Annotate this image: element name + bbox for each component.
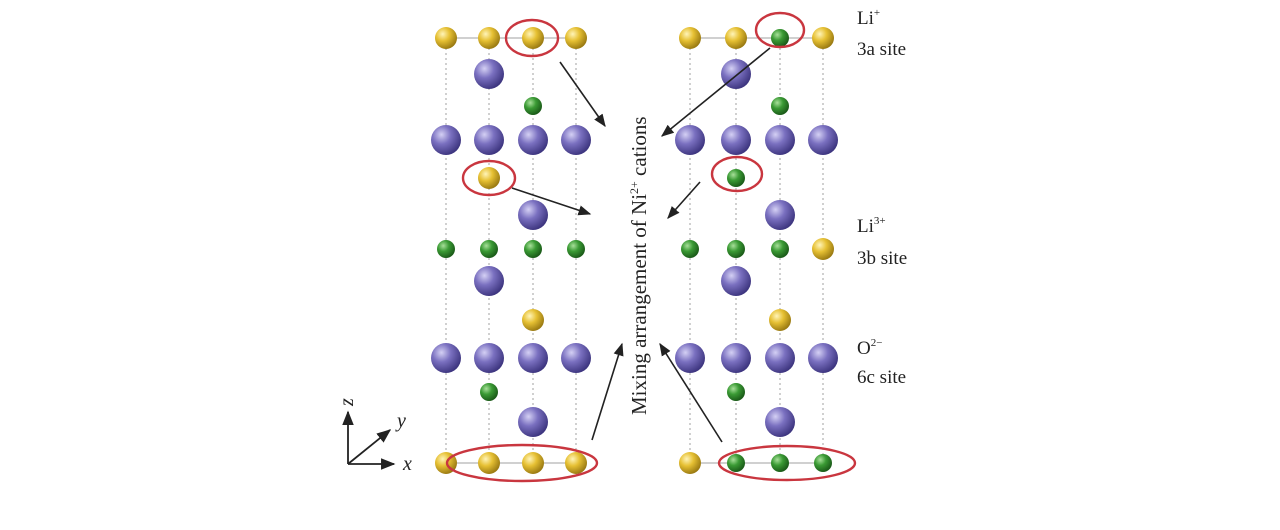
li-atom [769, 309, 791, 331]
ni-atom [480, 383, 498, 401]
li-atom [812, 238, 834, 260]
ni-atom [437, 240, 455, 258]
ordered-layered-structure [431, 27, 591, 474]
li-atom [679, 27, 701, 49]
li-atom [725, 27, 747, 49]
ni-atom [727, 454, 745, 472]
highlight-ring-right-bottom [717, 444, 857, 482]
site-6c-label: 6c site [857, 367, 906, 388]
y-axis-line [347, 429, 392, 465]
li-atom [679, 452, 701, 474]
ni-atom [524, 97, 542, 115]
o-atom [721, 266, 751, 296]
li-atom [565, 27, 587, 49]
ni-atom [567, 240, 585, 258]
o-atom [561, 125, 591, 155]
o-atom [474, 266, 504, 296]
x-axis-label: x [402, 453, 412, 475]
mixing-label-suffix: cations [627, 116, 651, 181]
highlight-ring-left-top [504, 18, 560, 58]
ni-atom [771, 29, 789, 47]
li-plus-label: Li+ [857, 7, 880, 29]
o-atom [765, 407, 795, 437]
o-atom [765, 343, 795, 373]
svg-text:Mixing arrangement of Ni2+ cat: Mixing arrangement of Ni2+ cations [627, 116, 651, 415]
ni-atom [771, 97, 789, 115]
mixing-label: Mixing arrangement of Ni2+ cations [627, 116, 651, 415]
ni-atom [771, 454, 789, 472]
o-2minus-label: O2− [857, 337, 882, 359]
ni-atom [814, 454, 832, 472]
li-atom [812, 27, 834, 49]
z-axis-label: z [336, 398, 358, 407]
highlight-ring-left-bottom [445, 443, 599, 483]
li-atom [478, 167, 500, 189]
site-labels: Li+ 3a site Li3+ 3b site O2− 6c site [857, 7, 907, 388]
ni-atom [681, 240, 699, 258]
highlight-ring-right-interlayer [710, 155, 764, 193]
li-atom [478, 27, 500, 49]
li-atom [435, 27, 457, 49]
axis-indicator [342, 410, 396, 470]
li-atom [522, 27, 544, 49]
li-atom [478, 452, 500, 474]
li-atom [522, 309, 544, 331]
o-atom [675, 125, 705, 155]
li-atom [565, 452, 587, 474]
o-atom [765, 125, 795, 155]
o-atom [474, 59, 504, 89]
o-atom [518, 125, 548, 155]
highlight-ring-left-interlayer [461, 159, 517, 197]
site-3a-label: 3a site [857, 39, 906, 60]
o-atom [518, 343, 548, 373]
highlight-rings [445, 11, 857, 483]
arrow-left-bottom [591, 342, 624, 441]
o-atom [431, 343, 461, 373]
arrow-right-bottom [659, 342, 723, 443]
o-atom [474, 125, 504, 155]
mixing-label-text: Mixing arrangement of Ni [627, 194, 651, 415]
ni-atom [480, 240, 498, 258]
o-atom [431, 125, 461, 155]
o-atom [474, 343, 504, 373]
arrow-left-top [559, 61, 606, 128]
li-3plus-label: Li3+ [857, 215, 886, 237]
mixing-label-charge: 2+ [627, 181, 641, 194]
ni-atom [771, 240, 789, 258]
o-atom [808, 343, 838, 373]
cation-mixed-structure [675, 27, 838, 474]
o-atom [765, 200, 795, 230]
o-atom [561, 343, 591, 373]
ni-atom [727, 383, 745, 401]
y-axis-label: y [395, 410, 406, 432]
mixing-arrows [511, 47, 771, 443]
o-atom [518, 200, 548, 230]
ni-atom [727, 240, 745, 258]
o-atom [675, 343, 705, 373]
o-atom [808, 125, 838, 155]
o-atom [721, 343, 751, 373]
highlight-ring-right-top [754, 11, 806, 49]
arrow-left-middle [511, 187, 592, 216]
ni-atom [727, 169, 745, 187]
li-atom [522, 452, 544, 474]
o-atom [721, 125, 751, 155]
o-atom [518, 407, 548, 437]
arrow-right-top [661, 47, 771, 137]
arrow-right-middle [667, 181, 701, 219]
site-3b-label: 3b site [857, 248, 907, 269]
ni-atom [524, 240, 542, 258]
